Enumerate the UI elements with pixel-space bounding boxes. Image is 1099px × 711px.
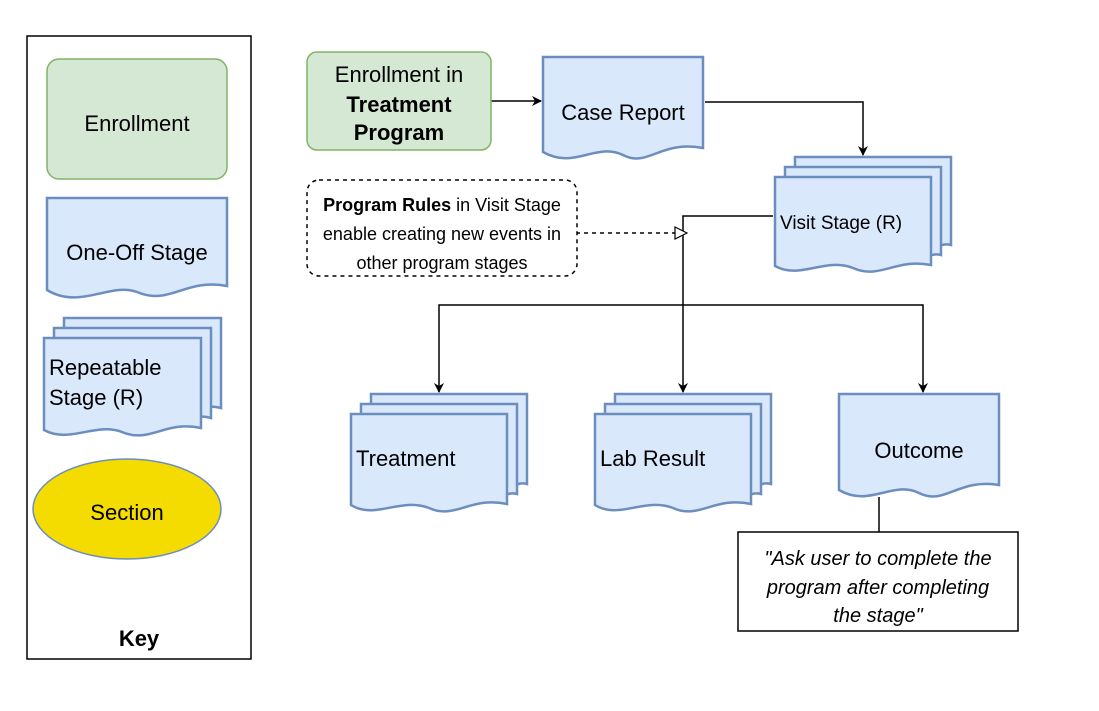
program-rules-note: Program Rules in Visit Stage enable crea… <box>306 179 578 277</box>
outcome-note-line3: the stage" <box>833 605 923 627</box>
outcome-note-line1: "Ask user to complete the <box>764 548 991 570</box>
outcome-node: Outcome <box>837 392 1001 498</box>
key-repeatable-shape <box>42 316 223 437</box>
key-enrollment-label: Enrollment <box>84 111 189 136</box>
key-repeatable-label-line2: Stage (R) <box>49 385 143 410</box>
enrollment-node: Enrollment in Treatment Program <box>306 51 492 151</box>
visit-stage-to-outcome-arrow <box>683 304 928 393</box>
lab-result-label: Lab Result <box>600 446 705 471</box>
treatment-label: Treatment <box>356 446 455 471</box>
program-rules-line3: other program stages <box>356 253 527 273</box>
program-rules-bold: Program Rules <box>323 195 451 215</box>
outcome-note-line2: program after completing <box>766 577 989 599</box>
enrollment-node-line3: Program <box>354 120 444 145</box>
outcome-note: "Ask user to complete the program after … <box>737 531 1019 632</box>
case-report-node: Case Report <box>541 55 705 160</box>
enrollment-node-line1: Enrollment in <box>335 62 463 87</box>
program-rules-rest: in Visit Stage <box>451 195 561 215</box>
connectors <box>434 96 928 532</box>
key-one-off-label: One-Off Stage <box>66 240 207 265</box>
program-rules-line2: enable creating new events in <box>323 224 561 244</box>
visit-stage-node: Visit Stage (R) <box>773 155 953 273</box>
treatment-node: Treatment <box>349 392 529 513</box>
key-one-off-shape <box>45 196 229 299</box>
key-enrollment-shape <box>46 58 228 180</box>
lab-result-node: Lab Result <box>593 392 773 513</box>
key-panel: Enrollment One-Off Stage Repeatable Stag… <box>26 35 252 660</box>
key-section-shape <box>32 458 222 560</box>
key-section-label: Section <box>90 500 163 525</box>
case-report-label: Case Report <box>561 100 685 125</box>
visit-stage-label: Visit Stage (R) <box>780 213 902 234</box>
program-rules-line1: Program Rules in Visit Stage <box>323 195 561 215</box>
enrollment-node-line2: Treatment <box>346 92 452 117</box>
outcome-label: Outcome <box>874 438 963 463</box>
case-report-to-visit-stage-arrow <box>705 101 868 156</box>
key-repeatable-label-line1: Repeatable <box>49 355 162 380</box>
key-title: Key <box>119 626 160 651</box>
